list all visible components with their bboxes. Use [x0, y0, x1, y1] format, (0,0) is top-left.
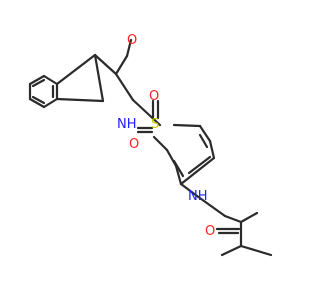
amide-nh-label: NH — [188, 189, 208, 204]
bond — [208, 139, 216, 160]
bond — [239, 211, 259, 224]
bond — [42, 97, 59, 109]
bond — [93, 53, 118, 76]
bond — [172, 159, 185, 178]
bond — [179, 182, 199, 198]
bond — [28, 97, 46, 109]
bond — [239, 244, 273, 257]
bond — [179, 156, 216, 186]
bond — [114, 54, 129, 76]
bond — [131, 98, 162, 127]
bond — [198, 133, 209, 149]
bond — [172, 123, 202, 128]
bond — [31, 78, 46, 88]
bond — [55, 53, 97, 86]
bond — [198, 124, 212, 143]
bond — [31, 95, 46, 105]
molecule-structure: O NH S O O NH O — [28, 33, 273, 257]
bond — [174, 164, 183, 186]
bond — [42, 74, 59, 86]
bond — [220, 244, 243, 257]
bond — [187, 155, 212, 175]
methoxy-oxygen-label: O — [127, 33, 137, 48]
bond — [152, 135, 169, 152]
bond — [55, 97, 105, 103]
sulfonyl-oxygen-left-label: O — [129, 137, 139, 152]
amide-oxygen-label: O — [205, 224, 215, 239]
sulfonamide-nh-label: NH — [117, 117, 137, 132]
sulfur-label: S — [151, 117, 159, 132]
bond — [125, 38, 133, 58]
bond — [93, 53, 105, 103]
bond — [195, 194, 227, 218]
sulfonyl-oxygen-top-label: O — [149, 89, 159, 104]
bond — [223, 214, 243, 224]
bond — [114, 72, 135, 102]
bond — [28, 74, 46, 86]
